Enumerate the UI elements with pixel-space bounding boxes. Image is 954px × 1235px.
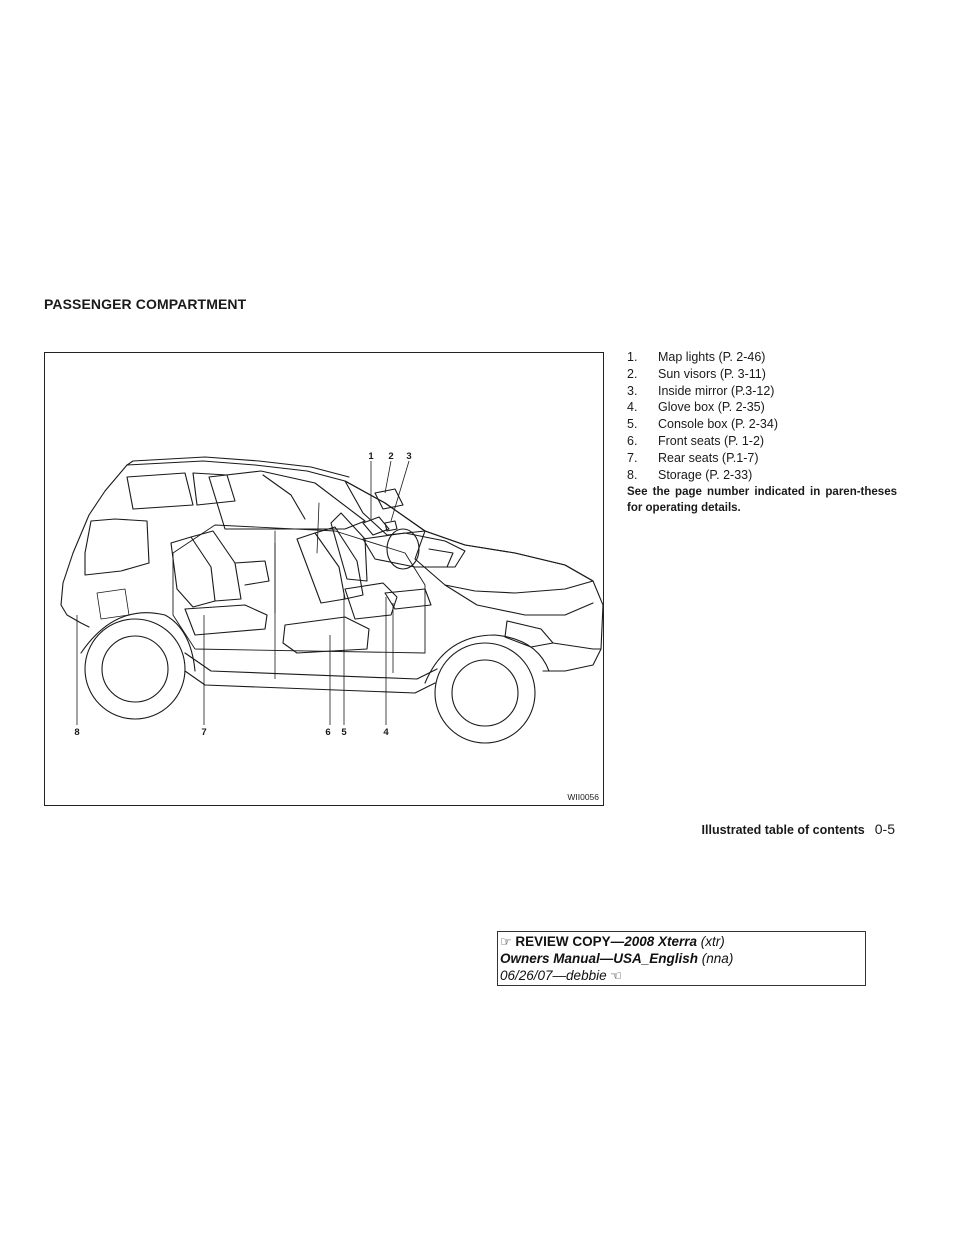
legend-item: 5.Console box (P. 2-34)	[627, 417, 778, 432]
page-number: 0-5	[874, 821, 895, 837]
legend-item: 7.Rear seats (P.1-7)	[627, 450, 759, 465]
dashboard	[362, 532, 466, 568]
map-lights	[362, 516, 390, 536]
rear-seat-cushion	[184, 604, 268, 636]
figure-code: WII0056	[567, 792, 599, 802]
body-outline	[60, 460, 603, 672]
review-copy-stamp: ☞ REVIEW COPY—2008 Xterra (xtr) Owners M…	[497, 931, 866, 986]
headlight	[504, 620, 554, 648]
inside-mirror	[384, 520, 398, 532]
review-line-1: ☞ REVIEW COPY—2008 Xterra (xtr)	[500, 934, 725, 949]
front-seat-cushion	[282, 616, 370, 654]
front-wheel-arch	[424, 634, 550, 684]
hood	[414, 530, 594, 594]
callout-4: 4	[383, 727, 389, 738]
callout-7: 7	[201, 727, 206, 738]
operating-note: See the page number indicated in paren-t…	[627, 486, 897, 514]
legend-item: 8.Storage (P. 2-33)	[627, 467, 753, 482]
storage-panel	[96, 588, 130, 620]
rear-wheel	[84, 618, 186, 720]
rear-window	[84, 518, 150, 576]
center-console	[344, 582, 398, 620]
callout-8: 8	[74, 727, 79, 738]
rear-seat-back	[170, 536, 216, 608]
callout-6: 6	[325, 727, 330, 738]
section-title: PASSENGER COMPARTMENT	[44, 296, 247, 312]
footer-section-label: Illustrated table of contents	[701, 823, 865, 837]
rear-wheel-arch	[80, 612, 196, 672]
legend-item: 3.Inside mirror (P.3-12)	[627, 383, 775, 398]
legend-item: 6.Front seats (P. 1-2)	[627, 433, 765, 448]
legend-item: 1.Map lights (P. 2-46)	[627, 350, 766, 364]
legend-item: 4.Glove box (P. 2-35)	[627, 400, 765, 415]
pointing-hand-left-icon: ☜	[610, 968, 623, 983]
review-line-2: Owners Manual—USA_English (nna)	[500, 951, 734, 966]
rear-side-window	[126, 472, 194, 510]
review-line-3: 06/26/07—debbie ☜	[500, 968, 623, 983]
front-wheel	[434, 642, 536, 744]
vehicle-cutaway-illustration: 1 2 3 4 5 6 7 8	[60, 451, 603, 744]
steering-wheel	[386, 528, 420, 570]
vehicle-interior-figure: 1 2 3 4 5 6 7 8 WII0056	[44, 352, 604, 806]
glove-box	[384, 588, 432, 610]
pointing-hand-right-icon: ☞	[500, 934, 512, 949]
legend-item: 2.Sun visors (P. 3-11)	[627, 366, 766, 381]
callout-1: 1	[368, 451, 374, 462]
front-seat-back	[296, 532, 346, 604]
windshield	[344, 480, 426, 536]
callout-5: 5	[341, 727, 347, 738]
callout-3: 3	[406, 451, 411, 462]
component-legend: 1.Map lights (P. 2-46) 2.Sun visors (P. …	[627, 349, 899, 483]
sun-visor	[374, 488, 404, 510]
page-footer: Illustrated table of contents 0-5	[702, 821, 895, 837]
callout-2: 2	[388, 451, 393, 462]
